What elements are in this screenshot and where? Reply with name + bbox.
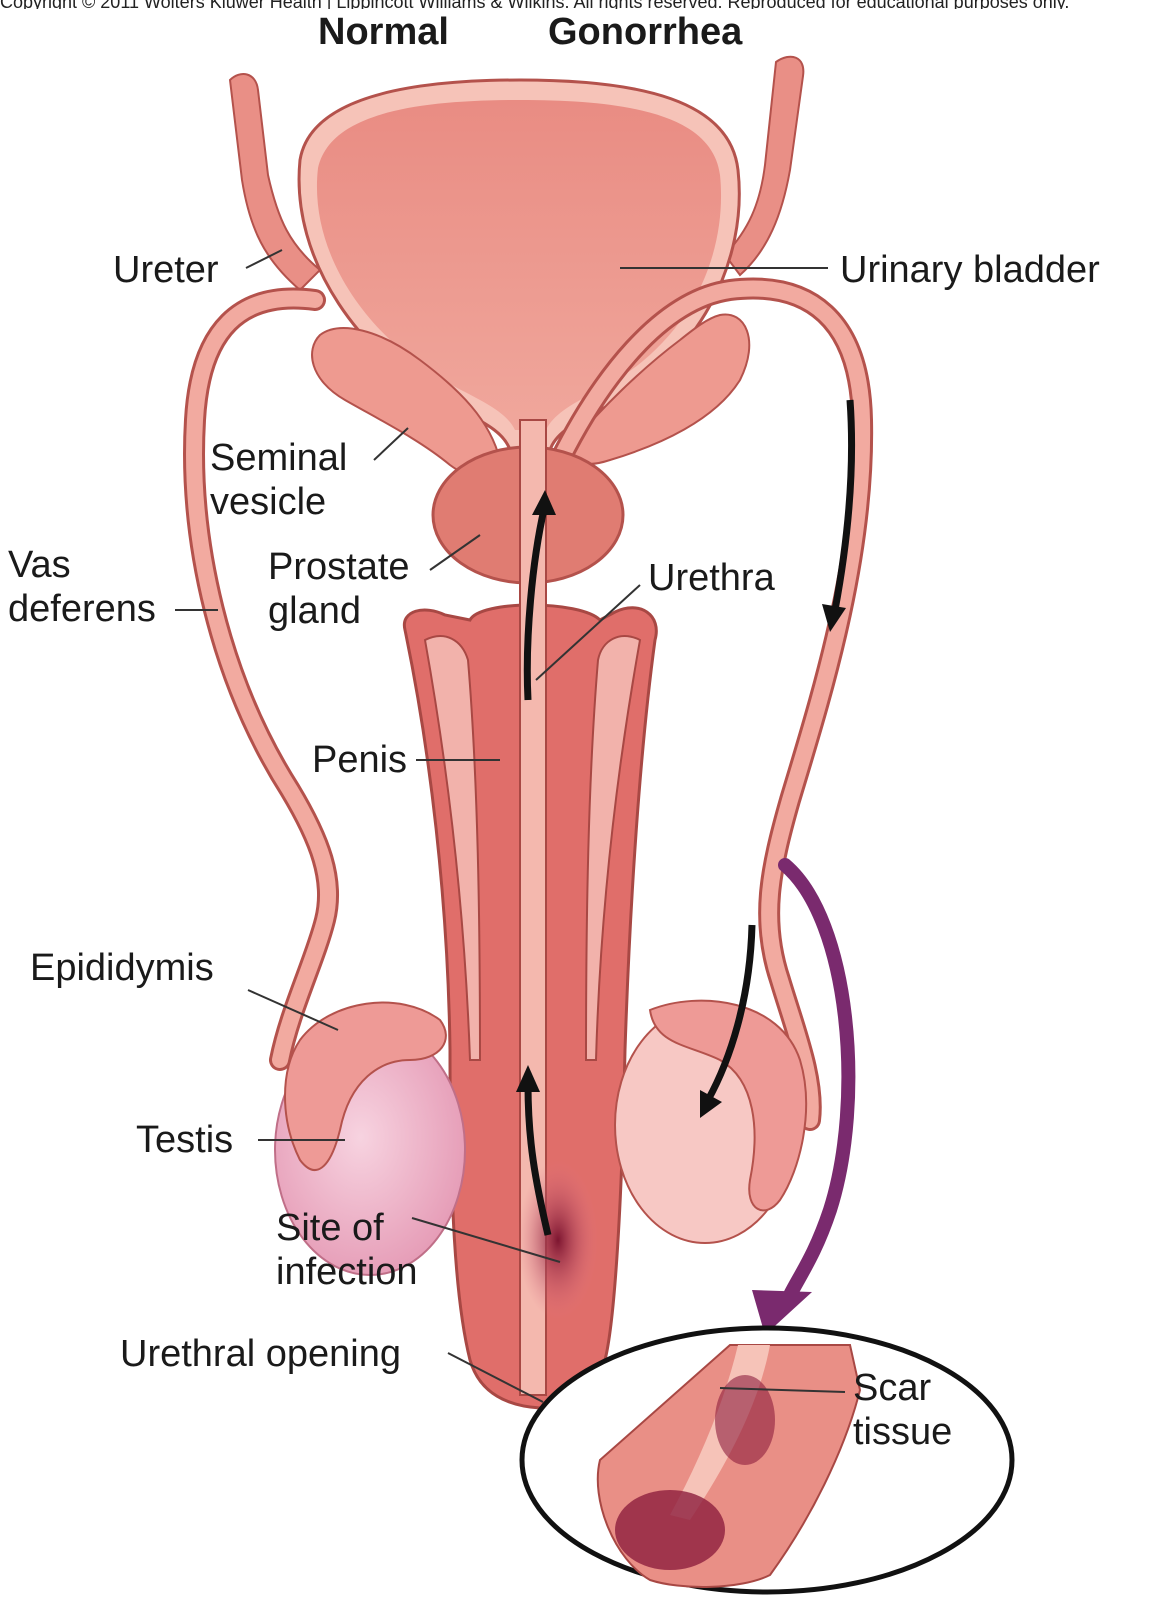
leader-seminal-vesicle: [373, 427, 409, 461]
label-vas-deferens: Vas deferens: [8, 544, 156, 630]
label-site-of-infection: Site of infection: [276, 1207, 418, 1293]
vas-deferens-left: [183, 287, 339, 1071]
label-urethral-opening: Urethral opening: [120, 1333, 401, 1375]
leader-urethra: [535, 584, 641, 681]
flow-arrow-down-lower-head: [700, 1090, 722, 1118]
label-seminal-vesicle: Seminal vesicle: [210, 437, 348, 523]
header-gonorrhea: Gonorrhea: [548, 11, 743, 53]
flow-arrow-up-lower: [524, 1084, 552, 1236]
label-ureter: Ureter: [113, 249, 219, 291]
header-normal: Normal: [318, 11, 449, 53]
corpus-right: [584, 635, 642, 1061]
inset-scar: [615, 1490, 725, 1570]
label-penis: Penis: [312, 739, 408, 781]
leader-urethral-opening: [447, 1352, 544, 1403]
flow-arrow-down-upper: [831, 399, 856, 611]
copyright-line: Copyright © 2011 Wolters Kluwer Health |…: [0, 0, 1171, 9]
corpus-left: [423, 635, 482, 1061]
infection-site: [518, 1160, 598, 1320]
leader-site-of-infection: [411, 1217, 561, 1263]
ureter-right: [723, 55, 805, 277]
label-epididymis: Epididymis: [30, 947, 214, 989]
label-testis: Testis: [136, 1119, 234, 1161]
label-urethra: Urethra: [648, 557, 775, 599]
vas-deferens-left-inner: [186, 290, 336, 1068]
urinary-bladder-lining: [316, 100, 722, 430]
label-urinary-bladder: Urinary bladder: [840, 249, 1100, 291]
epididymis-right: [648, 999, 808, 1212]
label-prostate-gland: Prostate gland: [268, 546, 410, 632]
leader-prostate: [429, 534, 481, 571]
inset-scar-2: [715, 1375, 775, 1465]
ureter-left: [228, 73, 322, 292]
leader-lines: [175, 249, 846, 1403]
magnify-arrow: [778, 858, 856, 1302]
flow-arrow-up-upper: [523, 504, 549, 701]
vas-deferens-right-inner: [552, 280, 871, 1128]
flow-arrow-down-lower: [704, 924, 756, 1102]
leader-ureter: [245, 249, 283, 269]
magnify-arrow-head: [752, 1290, 812, 1335]
label-scar-tissue: Scar tissue: [853, 1367, 953, 1453]
leader-scar-tissue: [719, 1387, 846, 1393]
flow-arrow-up-upper-head: [532, 490, 556, 515]
flow-arrow-up-lower-head: [516, 1065, 540, 1092]
leader-epididymis: [247, 989, 339, 1031]
flow-arrow-down-upper-head: [822, 604, 846, 632]
